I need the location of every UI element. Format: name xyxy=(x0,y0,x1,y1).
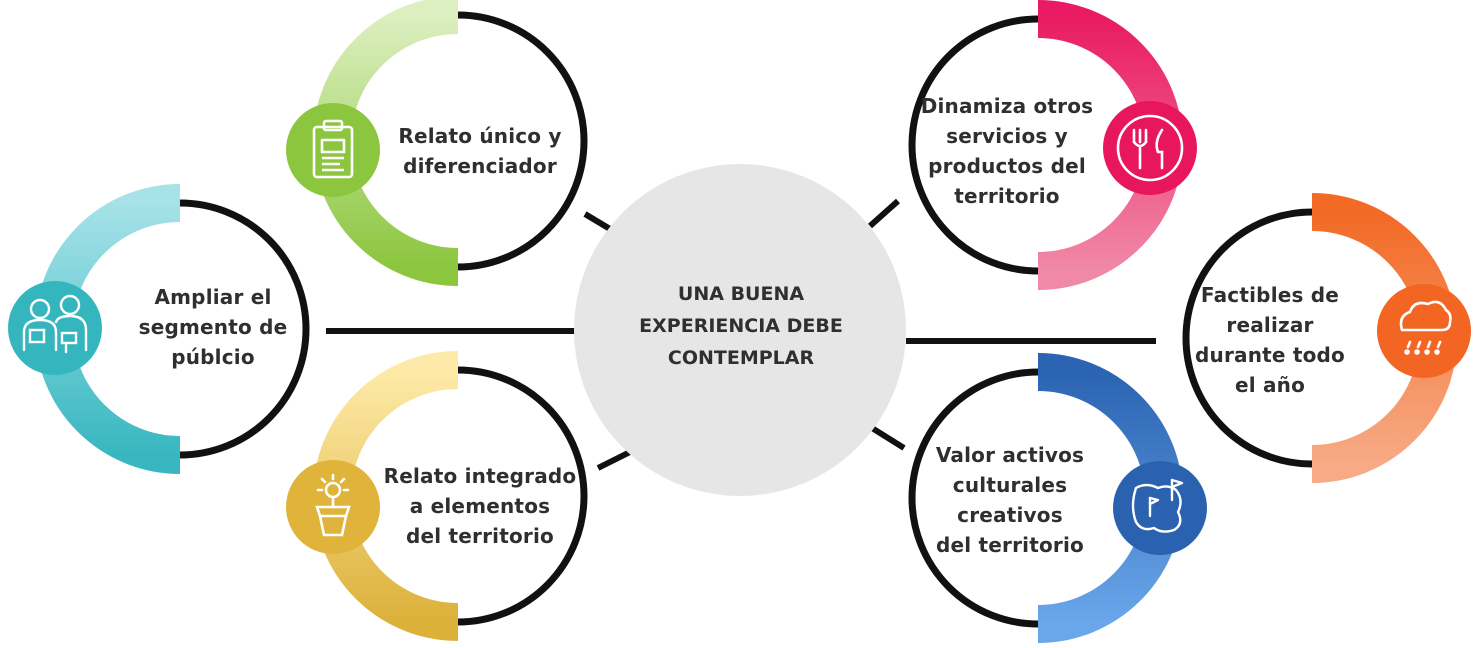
label-relato-integrado-line-3: del territorio xyxy=(406,524,554,548)
ring-black-ampliar xyxy=(179,199,310,459)
label-ampliar-line-2: segmento de xyxy=(138,315,288,339)
label-dinamiza-line-1: Dinamiza otros xyxy=(920,94,1094,118)
ring-black-valor xyxy=(908,368,1039,628)
node-factibles xyxy=(1182,193,1471,483)
label-valor-line-2: culturales xyxy=(952,473,1068,497)
clipboard-icon xyxy=(312,119,354,179)
label-relato-unico: Relato único y diferenciador xyxy=(385,121,575,181)
connector-lines xyxy=(326,198,1156,471)
node-valor-activos xyxy=(908,353,1207,643)
label-dinamiza-line-4: territorio xyxy=(954,184,1060,208)
center-title-line-2: EXPERIENCIA DEBE xyxy=(639,315,843,337)
label-dinamiza: Dinamiza otros servicios y productos del… xyxy=(912,91,1102,211)
label-ampliar-segmento: Ampliar el segmento de públcio xyxy=(118,282,308,372)
plant-pot-icon xyxy=(315,473,351,537)
connector-valor xyxy=(870,425,906,451)
label-valor-line-3: creativos xyxy=(957,503,1063,527)
node-relato-integrado xyxy=(286,351,588,641)
center-title-line-1: UNA BUENA xyxy=(677,283,805,305)
fork-knife-icon xyxy=(1116,114,1184,182)
label-factibles-line-3: durante todo xyxy=(1195,343,1345,367)
node-dinamiza xyxy=(908,0,1197,290)
label-valor-line-4: del territorio xyxy=(936,533,1084,557)
label-ampliar-line-1: Ampliar el xyxy=(154,285,272,309)
icon-badge-relato-unico xyxy=(286,103,380,197)
label-dinamiza-line-3: productos del xyxy=(928,154,1086,178)
territory-map-icon xyxy=(1131,478,1184,533)
connector-relato-integrado xyxy=(596,449,632,471)
label-ampliar-line-3: públcio xyxy=(171,345,255,369)
label-relato-unico-line-1: Relato único y xyxy=(398,124,562,148)
label-factibles-line-1: Factibles de xyxy=(1200,283,1340,307)
label-valor-activos: Valor activos culturales creativos del t… xyxy=(915,440,1105,560)
icon-badge-valor xyxy=(1113,461,1207,555)
node-relato-unico xyxy=(286,0,588,286)
label-valor-line-1: Valor activos xyxy=(935,443,1085,467)
ring-black-dinamiza xyxy=(908,15,1039,275)
node-ampliar-segmento xyxy=(8,184,310,474)
label-relato-integrado: Relato integrado a elementos del territo… xyxy=(375,461,585,551)
center-title-line-3: CONTEMPLAR xyxy=(667,347,815,369)
label-relato-integrado-line-2: a elementos xyxy=(409,494,551,518)
label-dinamiza-line-2: servicios y xyxy=(946,124,1068,148)
center-circle xyxy=(574,164,906,496)
label-factibles-line-4: el año xyxy=(1234,373,1306,397)
label-relato-unico-line-2: diferenciador xyxy=(403,154,557,178)
ring-black-relato-unico xyxy=(457,11,588,271)
ring-black-relato-integrado xyxy=(457,366,588,626)
people-icon xyxy=(22,294,88,354)
ring-black-factibles xyxy=(1182,208,1313,468)
label-factibles: Factibles de realizar durante todo el añ… xyxy=(1180,280,1360,400)
label-factibles-line-2: realizar xyxy=(1226,313,1314,337)
center-title: UNA BUENA EXPERIENCIA DEBE CONTEMPLAR xyxy=(600,278,882,374)
connector-dinamiza xyxy=(868,198,900,229)
label-relato-integrado-line-1: Relato integrado xyxy=(383,464,577,488)
rain-cloud-icon xyxy=(1399,300,1452,355)
